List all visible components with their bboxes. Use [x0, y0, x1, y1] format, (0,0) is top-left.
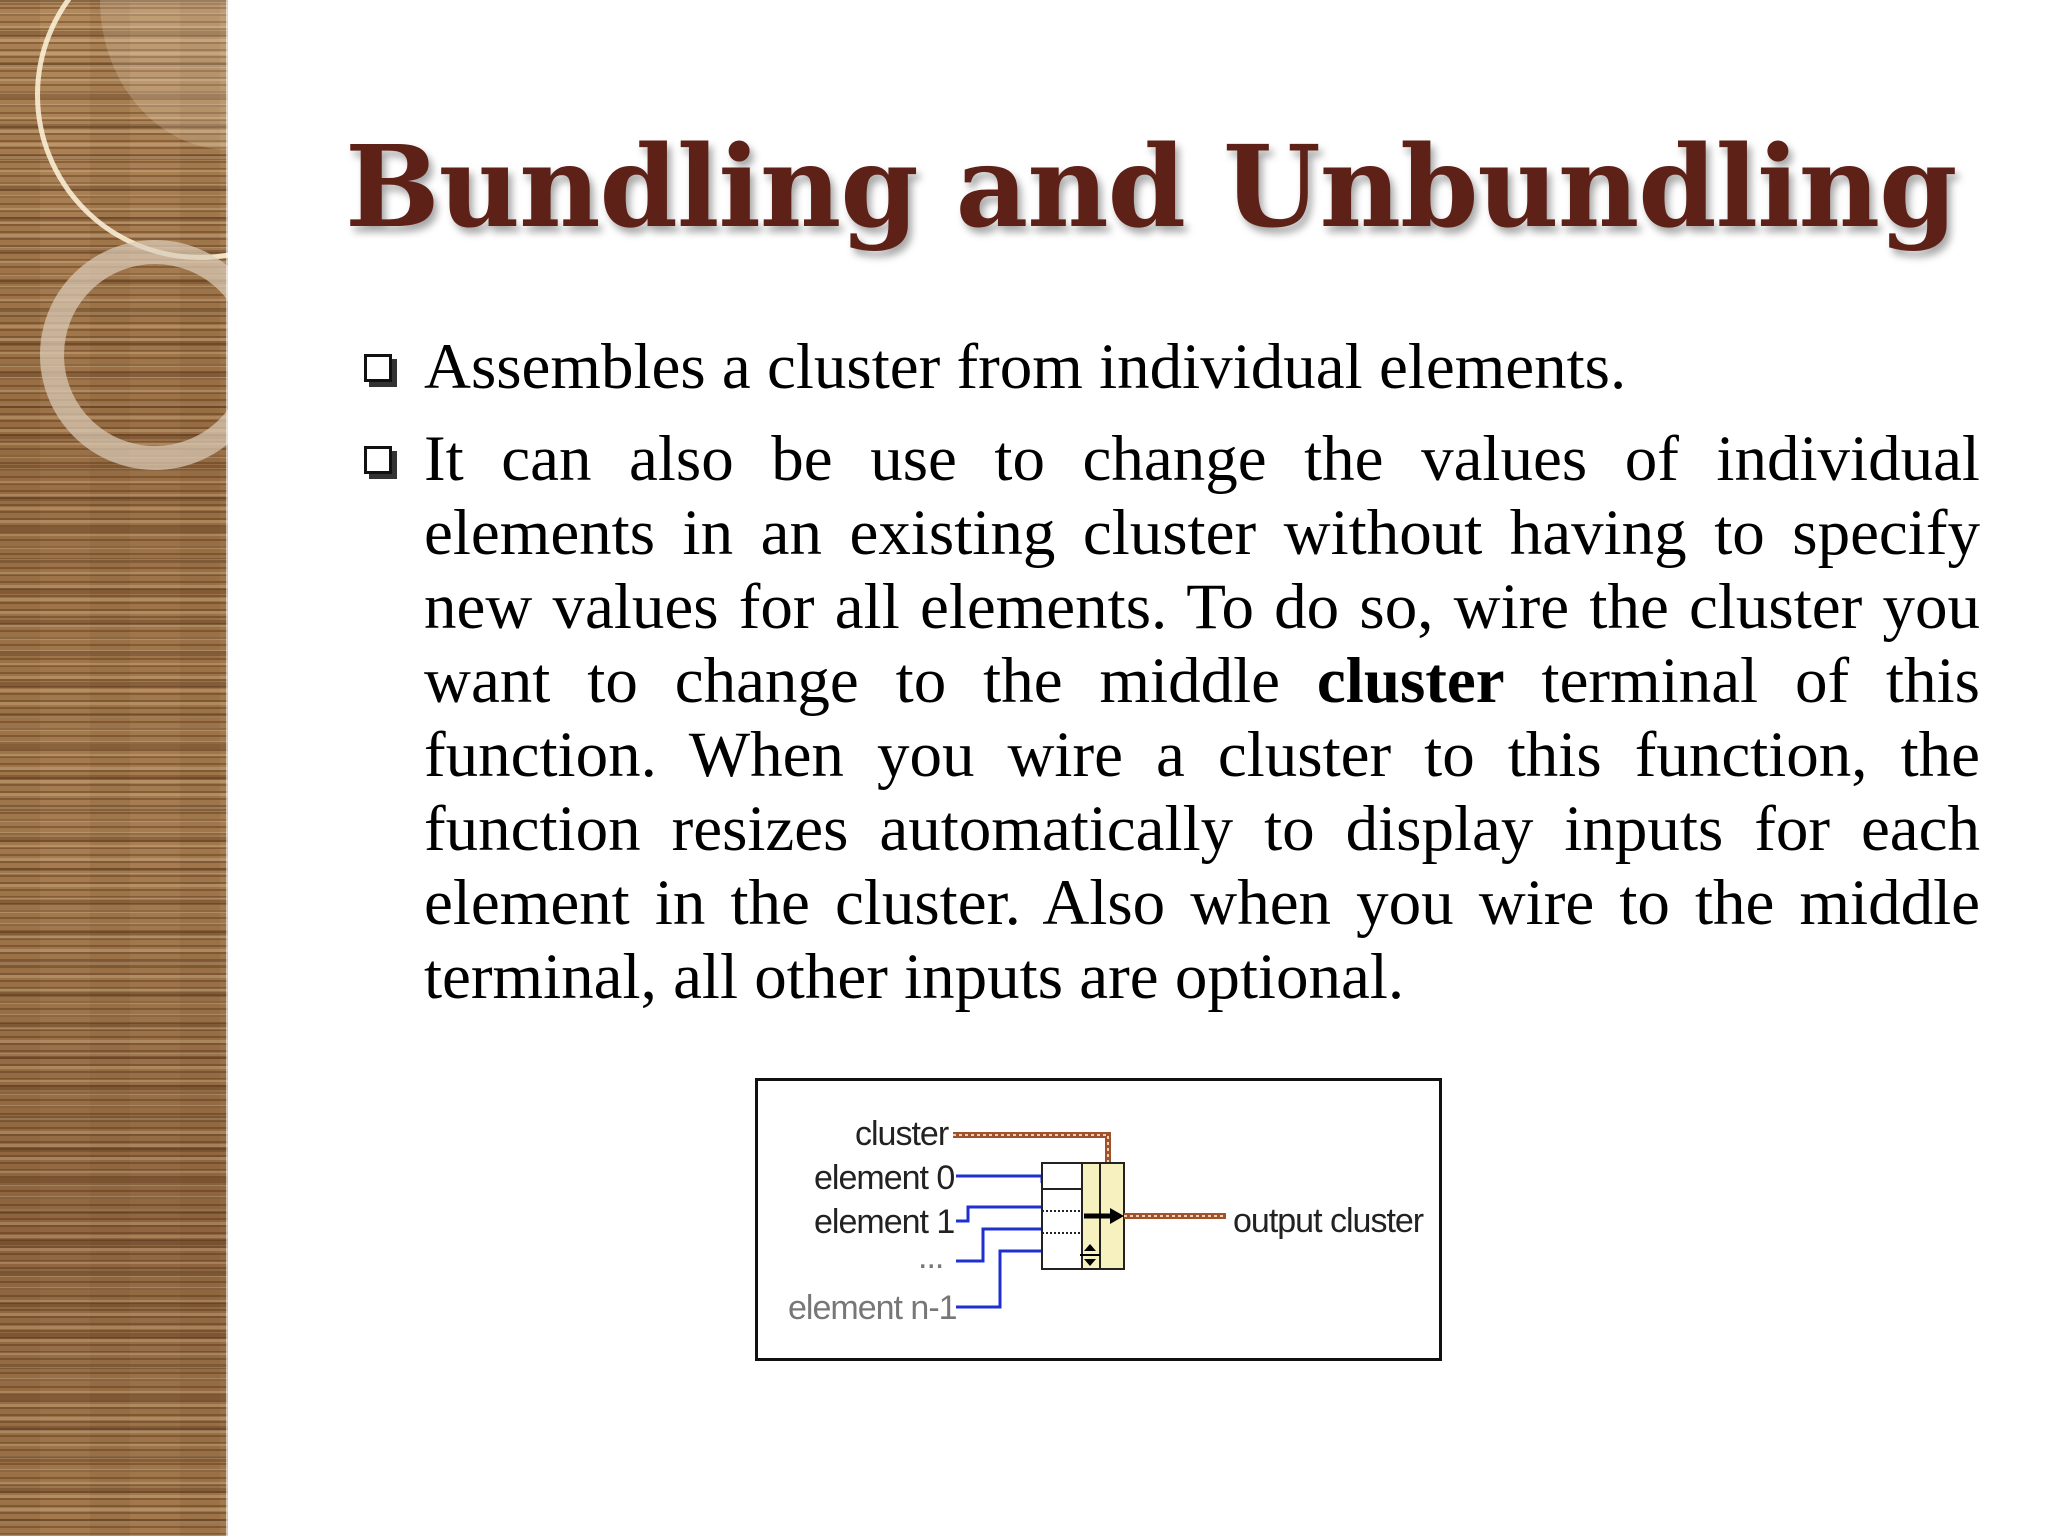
- element-n-1-wire: [956, 1249, 1042, 1309]
- bullet-text: Assembles a cluster from individual elem…: [424, 331, 1627, 403]
- decorative-ring: [35, 0, 228, 260]
- cluster-wire: [953, 1132, 1111, 1163]
- label-ellipsis: ...: [918, 1238, 944, 1276]
- label-element-n-1: element n-1: [788, 1289, 958, 1327]
- element-0-wire: [956, 1174, 1044, 1183]
- wood-sidebar: [0, 0, 228, 1536]
- cluster-wire-core: [953, 1134, 1109, 1163]
- bullet-item: Assembles a cluster from individual elem…: [362, 330, 1980, 404]
- bold-term: cluster: [1316, 645, 1505, 717]
- element-ellipsis-wire: [956, 1227, 1042, 1263]
- label-cluster: cluster: [855, 1115, 949, 1153]
- checkbox-bullet-icon: [364, 354, 392, 382]
- bullet-text: It can also be use to change the values …: [424, 423, 1980, 1013]
- bullet-text-part: terminal of this function. When you wire…: [424, 645, 1980, 1013]
- bullet-text-part: It can also be use to change the values …: [424, 423, 1980, 717]
- sidebar-edge: [226, 0, 229, 1536]
- bullet-list: Assembles a cluster from individual elem…: [362, 330, 1980, 1014]
- bundle-function-diagram: cluster element 0 element 1 ... element …: [755, 1078, 1442, 1361]
- checkbox-bullet-icon: [364, 446, 392, 474]
- element-1-wire: [956, 1205, 1042, 1223]
- bundle-arrow-head-icon: [1110, 1208, 1124, 1224]
- decorative-ring: [40, 240, 228, 470]
- label-element-1: element 1: [814, 1203, 955, 1241]
- bundle-node-inputs: [1041, 1162, 1083, 1270]
- label-output-cluster: output cluster: [1233, 1202, 1424, 1240]
- bullet-item: It can also be use to change the values …: [362, 422, 1980, 1014]
- label-element-0: element 0: [814, 1159, 955, 1197]
- slide-title: Bundling and Unbundling: [345, 122, 1957, 253]
- resize-handle-icon: [1084, 1244, 1096, 1266]
- bundle-node-graphic: [953, 1132, 1226, 1309]
